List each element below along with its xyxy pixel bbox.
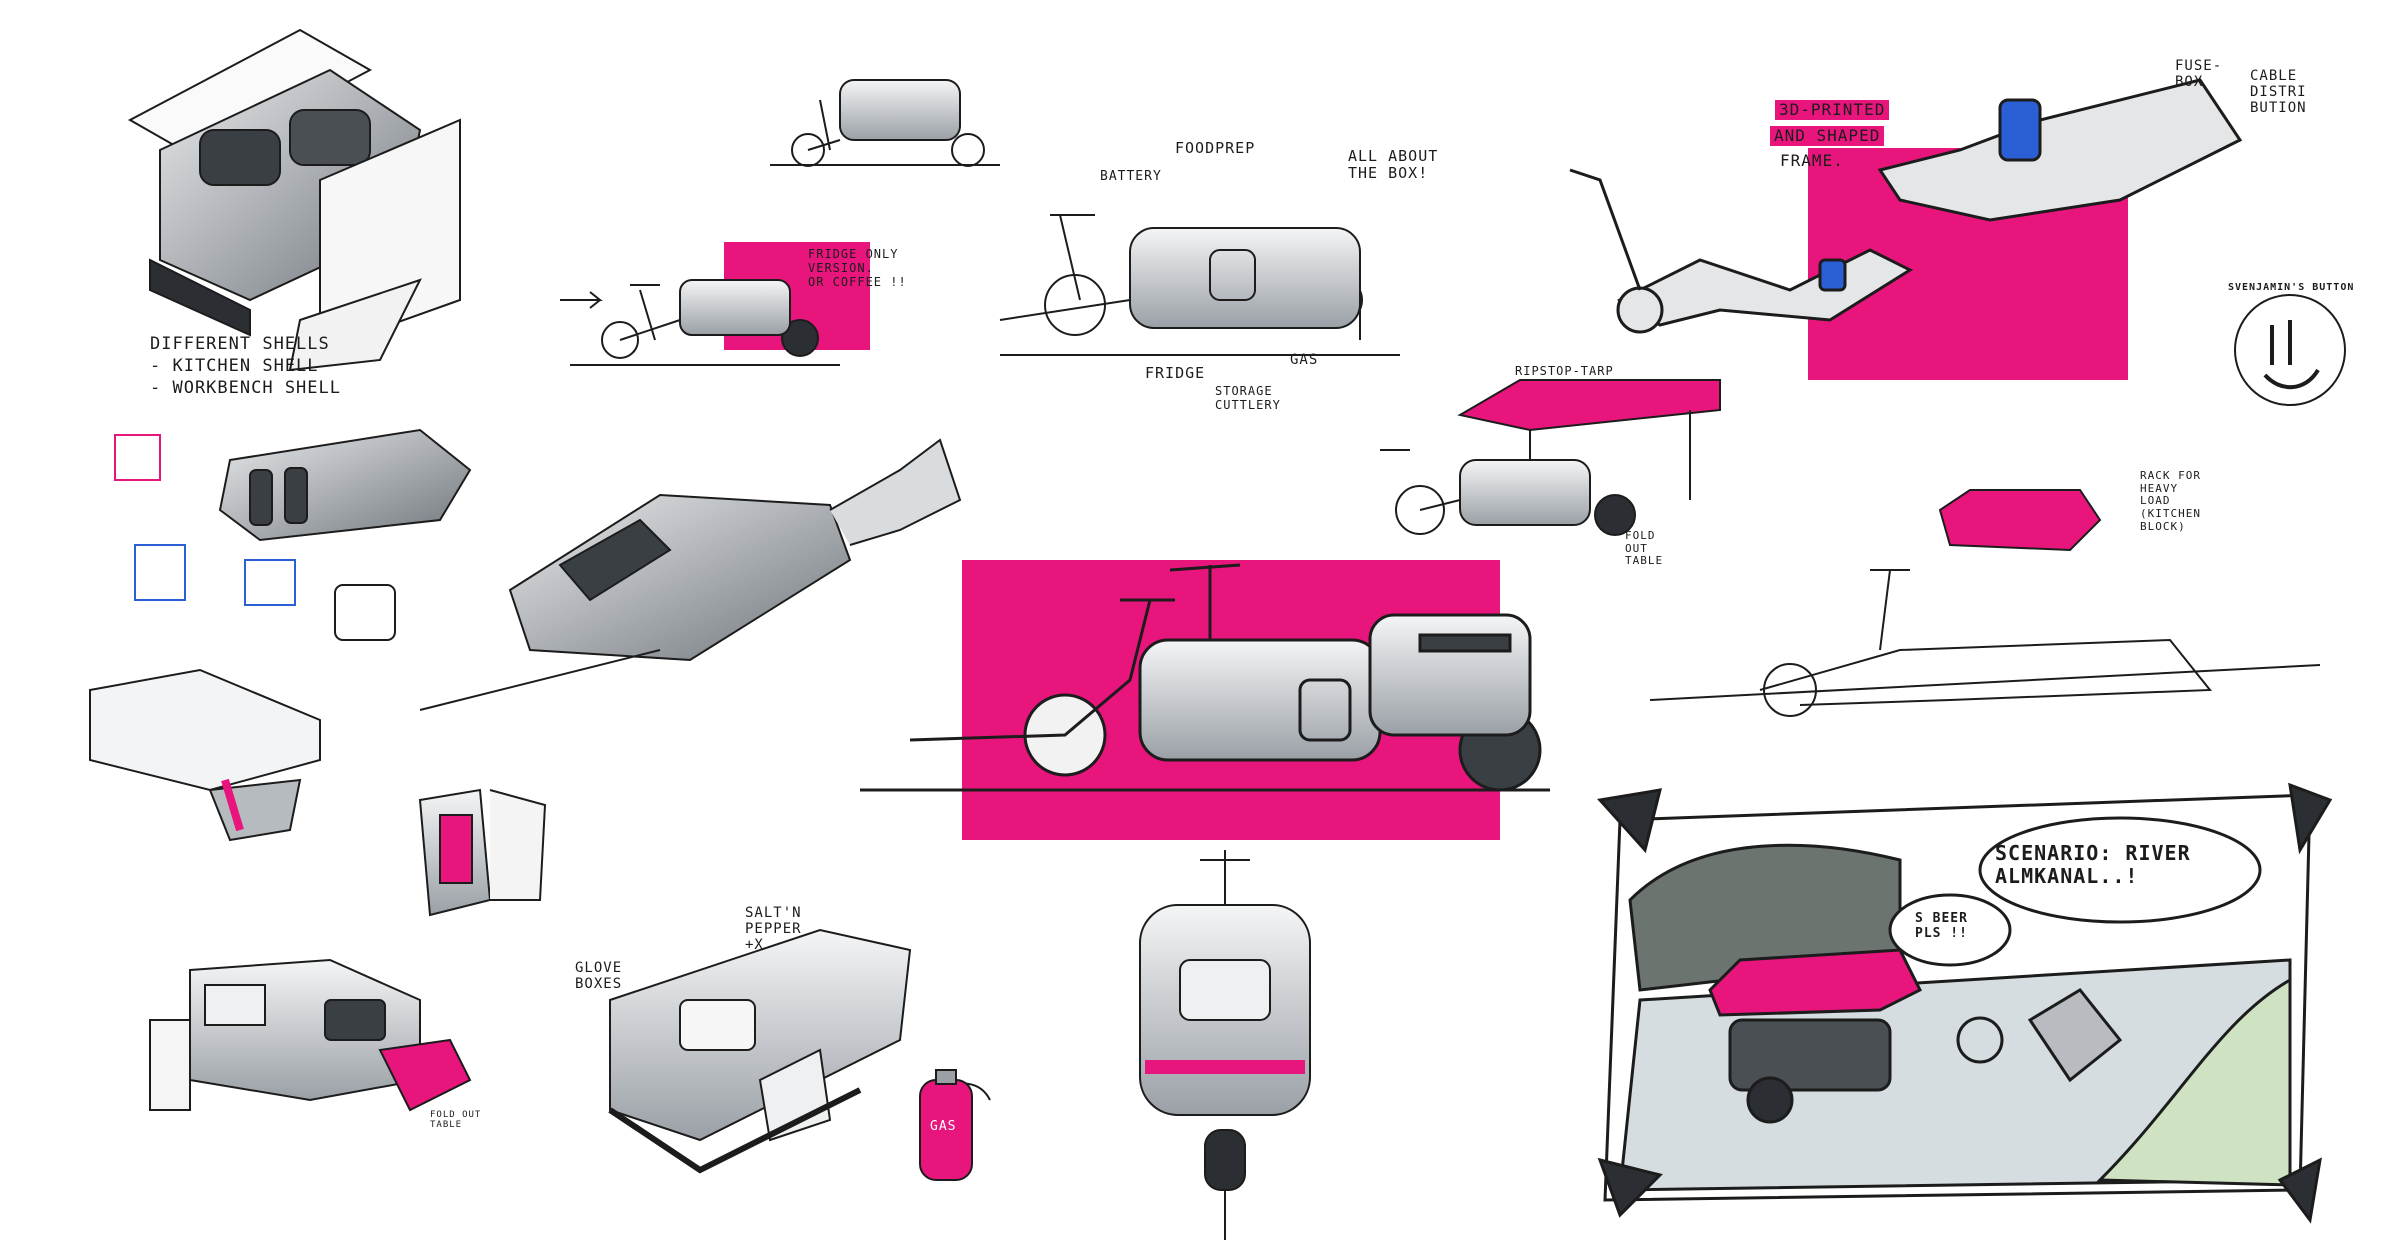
note-fuse-box: FUSE- BOX <box>2175 58 2223 91</box>
note-stamp: SVENJAMIN'S BUTTON <box>2228 282 2355 293</box>
box-sketch-tilted <box>419 438 962 711</box>
note-bubble: S BEER PLS !! <box>1915 911 1968 941</box>
frame-sketch <box>1569 78 2243 334</box>
bike-sketch-rack <box>1649 489 2321 717</box>
shell-half-sketch <box>89 668 321 842</box>
note-cable: CABLE DISTRI BUTION <box>2250 68 2307 117</box>
note-ripstop: RIPSTOP-TARP <box>1515 364 1614 378</box>
note-scenario: SCENARIO: RIVER ALMKANAL..! <box>1995 841 2191 888</box>
note-shells-1: DIFFERENT SHELLS <box>150 334 330 354</box>
door-sketch <box>418 788 547 917</box>
note-glove-boxes: GLOVE BOXES <box>575 960 623 993</box>
bike-sketch-fridge <box>560 279 840 366</box>
note-salt-pepper: SALT'N PEPPER +X <box>745 905 802 954</box>
note-fridge: FRIDGE <box>1145 364 1206 382</box>
note-rack: RACK FOR HEAVY LOAD (KITCHEN BLOCK) <box>2140 469 2201 533</box>
bike-sketch-main <box>860 563 1550 792</box>
note-gas-bottle: GAS <box>930 1119 957 1134</box>
shell-exploded-sketch <box>127 28 461 372</box>
glove-box-sketch <box>608 928 991 1174</box>
shell-modules-sketch <box>114 428 472 641</box>
note-fridge-only: FRIDGE ONLY VERSION. OR COFFEE !! <box>808 247 907 289</box>
note-frame: FRAME. <box>1780 151 1844 170</box>
logo-stamp-icon <box>2234 294 2346 406</box>
kitchen-box-sketch <box>149 958 472 1112</box>
bike-front-sketch <box>1139 850 1311 1240</box>
note-battery: BATTERY <box>1100 169 1162 184</box>
note-and-shaped: AND SHAPED <box>1770 126 1885 147</box>
bike-sketch-tarp <box>1380 379 1721 536</box>
note-storage: STORAGE CUTTLERY <box>1215 384 1281 412</box>
gas-bottle-icon <box>919 1069 973 1181</box>
bike-sketch-labeled <box>999 214 1400 356</box>
bike-sketch-top <box>770 79 1000 167</box>
speech-bubbles <box>1888 816 2262 967</box>
note-3d-printed: 3D-PRINTED <box>1775 100 1890 121</box>
note-foodprep: FOODPREP <box>1175 139 1256 157</box>
note-shells-3: - WORKBENCH SHELL <box>150 378 341 398</box>
note-fold-table: FOLD OUT TABLE <box>1625 529 1664 568</box>
note-fold-table-small: FOLD OUT TABLE <box>430 1110 482 1131</box>
note-gas: GAS <box>1290 352 1319 368</box>
note-all-about: ALL ABOUT THE BOX! <box>1348 147 1439 183</box>
note-shells-2: - KITCHEN SHELL <box>150 356 319 376</box>
